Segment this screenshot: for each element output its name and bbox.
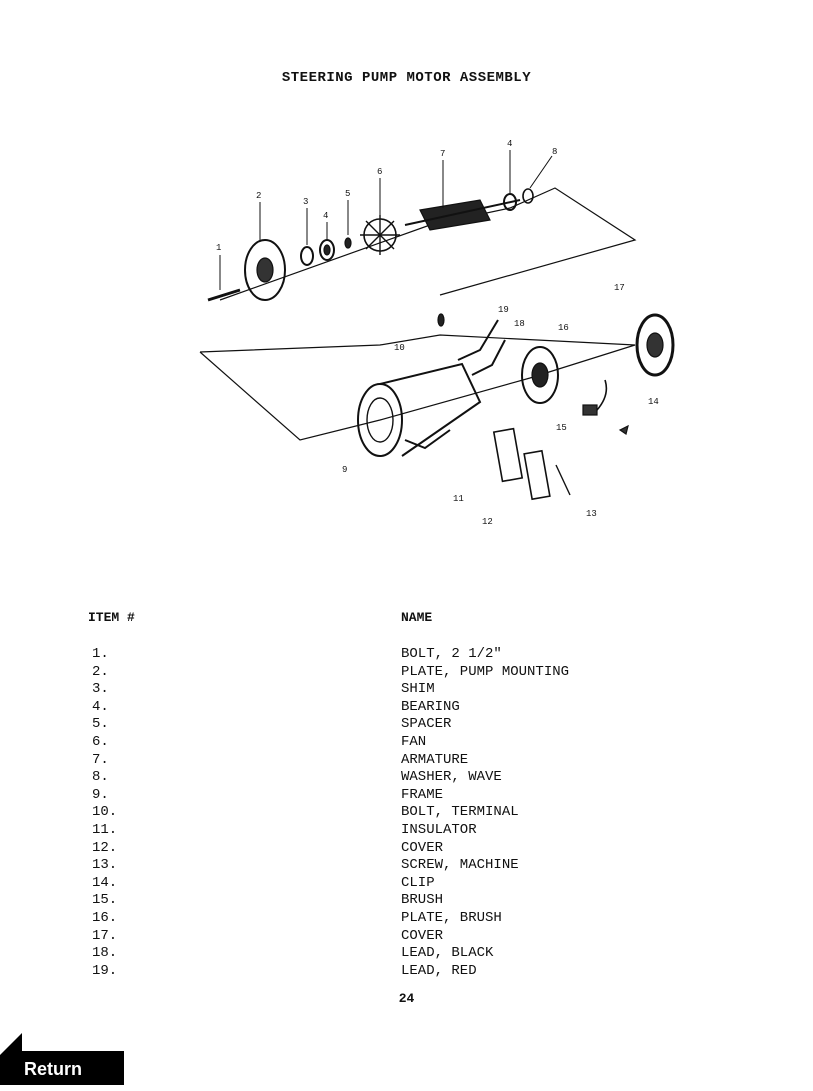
item-number: 18. (92, 945, 118, 962)
callout-4b: 4 (507, 139, 512, 149)
callout-9: 9 (342, 465, 347, 475)
item-number: 8. (92, 769, 109, 786)
callout-11: 11 (453, 494, 464, 504)
item-number: 9. (92, 786, 109, 803)
item-name: COVER (401, 927, 444, 944)
callout-10: 10 (394, 343, 405, 353)
item-number: 3. (92, 681, 109, 698)
table-row: 16. PLATE, BRUSH (0, 910, 813, 928)
table-row: 14. CLIP (0, 875, 813, 893)
callout-16: 16 (558, 323, 569, 333)
table-row: 4. BEARING (0, 699, 813, 717)
table-row: 3. SHIM (0, 681, 813, 699)
table-row: 12. COVER (0, 840, 813, 858)
item-number: 19. (92, 962, 118, 979)
table-row: 2. PLATE, PUMP MOUNTING (0, 664, 813, 682)
return-button[interactable]: Return (0, 1033, 130, 1085)
callout-17: 17 (614, 283, 625, 293)
callout-2: 2 (256, 191, 261, 201)
column-header-item: ITEM # (88, 610, 135, 625)
item-name: PLATE, BRUSH (401, 909, 502, 926)
item-name: SHIM (401, 681, 435, 698)
item-name: CLIP (401, 874, 435, 891)
item-name: COVER (401, 839, 444, 856)
callout-1: 1 (216, 243, 221, 253)
table-row: 17. COVER (0, 928, 813, 946)
table-row: 19. LEAD, RED (0, 963, 813, 981)
item-number: 13. (92, 857, 118, 874)
callout-14: 14 (648, 397, 659, 407)
callout-13: 13 (586, 509, 597, 519)
exploded-assembly-diagram: 1 2 3 4 5 6 7 4 8 19 18 16 17 10 9 11 12… (199, 139, 675, 527)
callout-5: 5 (345, 189, 350, 199)
item-number: 14. (92, 874, 118, 891)
parts-list: 1. BOLT, 2 1/2" 2. PLATE, PUMP MOUNTING 3.… (0, 646, 813, 980)
callout-8: 8 (552, 147, 557, 157)
back-arrow-icon (0, 1033, 124, 1085)
item-name: ARMATURE (401, 751, 469, 768)
item-number: 17. (92, 927, 118, 944)
table-row: 5. SPACER (0, 716, 813, 734)
table-row: 1. BOLT, 2 1/2" (0, 646, 813, 664)
callout-12: 12 (482, 517, 493, 527)
item-name: BEARING (401, 698, 460, 715)
table-row: 7. ARMATURE (0, 752, 813, 770)
item-number: 7. (92, 751, 109, 768)
table-row: 10. BOLT, TERMINAL (0, 804, 813, 822)
item-number: 11. (92, 821, 118, 838)
item-name: WASHER, WAVE (401, 769, 502, 786)
item-name: BRUSH (401, 892, 444, 909)
callout-15: 15 (556, 423, 567, 433)
item-number: 16. (92, 909, 118, 926)
callout-6: 6 (377, 167, 382, 177)
callout-7: 7 (440, 149, 445, 159)
table-row: 18. LEAD, BLACK (0, 945, 813, 963)
item-number: 5. (92, 716, 109, 733)
item-name: SPACER (401, 716, 452, 733)
table-row: 13. SCREW, MACHINE (0, 857, 813, 875)
item-number: 1. (92, 646, 109, 662)
item-name: BOLT, 2 1/2" (401, 646, 502, 662)
item-name: INSULATOR (401, 821, 477, 838)
item-number: 15. (92, 892, 118, 909)
column-header-name: NAME (401, 610, 433, 625)
page-number: 24 (398, 991, 415, 1006)
item-name: PLATE, PUMP MOUNTING (401, 663, 570, 680)
document-title: STEERING PUMP MOTOR ASSEMBLY (281, 70, 532, 86)
item-number: 10. (92, 804, 118, 821)
table-row: 9. FRAME (0, 787, 813, 805)
item-number: 2. (92, 663, 109, 680)
callout-3: 3 (303, 197, 308, 207)
item-number: 6. (92, 733, 109, 750)
item-number: 12. (92, 839, 118, 856)
table-row: 11. INSULATOR (0, 822, 813, 840)
return-button-label: Return (24, 1059, 82, 1079)
callout-19: 19 (498, 305, 509, 315)
item-name: LEAD, RED (401, 962, 477, 979)
item-name: SCREW, MACHINE (401, 857, 519, 874)
item-number: 4. (92, 698, 109, 715)
callout-4: 4 (323, 211, 328, 221)
table-row: 6. FAN (0, 734, 813, 752)
callout-18: 18 (514, 319, 525, 329)
table-row: 15. BRUSH (0, 892, 813, 910)
item-name: FRAME (401, 786, 444, 803)
item-name: BOLT, TERMINAL (401, 804, 519, 821)
item-name: LEAD, BLACK (401, 945, 494, 962)
item-name: FAN (401, 733, 427, 750)
table-row: 8. WASHER, WAVE (0, 769, 813, 787)
